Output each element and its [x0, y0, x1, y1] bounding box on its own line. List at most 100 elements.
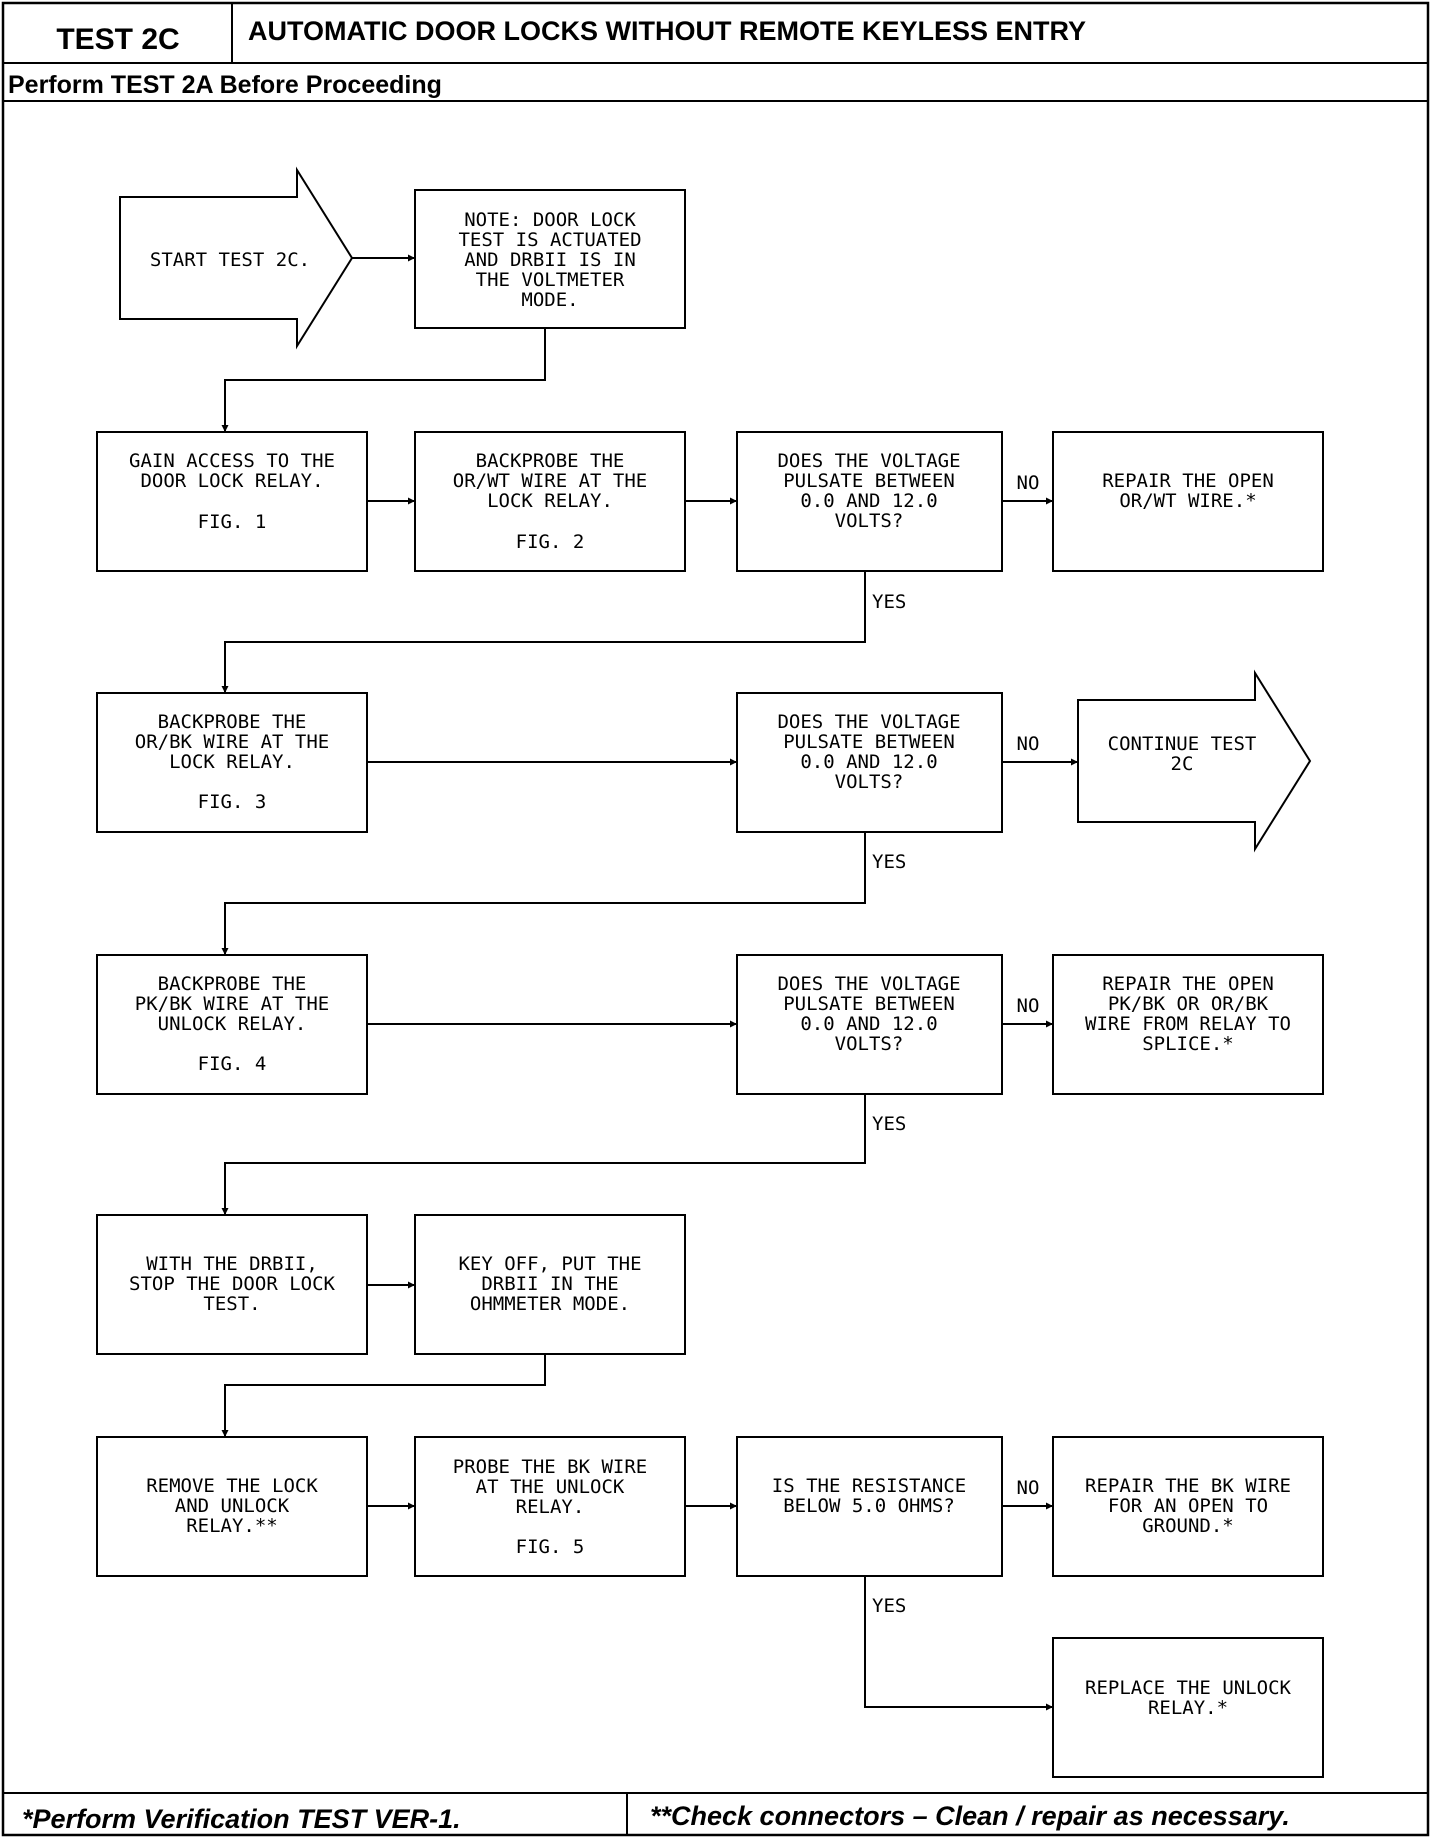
prerequisite-note: Perform TEST 2A Before Proceeding: [8, 71, 442, 99]
text-line: OR/WT WIRE.*: [1119, 490, 1256, 512]
backprobe-pk-bk-box: [96, 954, 368, 1095]
footer-note-connectors: **Check connectors – Clean / repair as n…: [650, 1801, 1290, 1831]
text-line: BACKPROBE THE: [158, 711, 307, 733]
connector-question-3-yes: [221, 1094, 866, 1215]
backprobe-or-bk-fig: FIG. 3: [198, 791, 267, 813]
label-yes-4: YES: [872, 1595, 906, 1617]
text-line: REPAIR THE OPEN: [1102, 973, 1274, 995]
text-line: CONTINUE TEST: [1108, 733, 1257, 755]
text-line: OHMMETER MODE.: [470, 1293, 630, 1315]
gain-access-fig: FIG. 1: [198, 511, 267, 533]
text-line: LOCK RELAY.: [487, 490, 613, 512]
text-line: TEST IS ACTUATED: [458, 229, 641, 251]
text-line: OR/BK WIRE AT THE: [135, 731, 329, 753]
text-line: PULSATE BETWEEN: [783, 993, 955, 1015]
label-yes-1: YES: [872, 591, 906, 613]
text-line: OR/WT WIRE AT THE: [453, 470, 647, 492]
connector-question-1-yes: [221, 571, 866, 693]
text-line: 0.0 AND 12.0: [800, 490, 937, 512]
page-title: AUTOMATIC DOOR LOCKS WITHOUT REMOTE KEYL…: [248, 16, 1086, 46]
backprobe-or-wt-fig: FIG. 2: [516, 531, 585, 553]
text-line: REMOVE THE LOCK: [146, 1475, 318, 1497]
text-line: MODE.: [521, 289, 578, 311]
probe-bk-box: [414, 1436, 686, 1577]
voltage-question-2-box: [736, 692, 1003, 833]
text-line: BACKPROBE THE: [476, 450, 625, 472]
text-line: 0.0 AND 12.0: [800, 751, 937, 773]
text-line: WITH THE DRBII,: [146, 1253, 318, 1275]
text-line: AT THE UNLOCK: [476, 1476, 625, 1498]
gain-access-box: [96, 431, 368, 572]
text-line: BACKPROBE THE: [158, 973, 307, 995]
voltage-question-1-box: [736, 431, 1003, 572]
text-line: VOLTS?: [835, 510, 904, 532]
continue-arrow-shape: [1077, 669, 1312, 853]
text-line: DOES THE VOLTAGE: [777, 973, 960, 995]
label-no-2: NO: [1017, 733, 1040, 755]
text-line: PULSATE BETWEEN: [783, 731, 955, 753]
remove-relay-box: [96, 1436, 368, 1577]
repair-or-wt-box: [1052, 431, 1324, 572]
text-line: REPAIR THE BK WIRE: [1085, 1475, 1291, 1497]
text-line: GROUND.*: [1142, 1515, 1234, 1537]
label-no-1: NO: [1017, 472, 1040, 494]
text-line: WIRE FROM RELAY TO: [1085, 1013, 1291, 1035]
text-line: NOTE: DOOR LOCK: [464, 209, 636, 231]
backprobe-or-bk-box: [96, 692, 368, 833]
label-no-4: NO: [1017, 1477, 1040, 1499]
text-line: TEST.: [203, 1293, 260, 1315]
text-line: RELAY.*: [1148, 1697, 1228, 1719]
text-line: SPLICE.*: [1142, 1033, 1234, 1055]
connector-note-to-gain-access: [221, 328, 546, 432]
replace-relay-box: [1052, 1637, 1324, 1778]
text-line: DOES THE VOLTAGE: [777, 711, 960, 733]
resistance-question-box: [736, 1436, 1003, 1577]
start-arrow-text: START TEST 2C.: [150, 249, 310, 271]
repair-pk-bk-box: [1052, 954, 1324, 1095]
text-line: VOLTS?: [835, 1033, 904, 1055]
text-line: BELOW 5.0 OHMS?: [783, 1495, 955, 1517]
text-line: AND DRBII IS IN: [464, 249, 636, 271]
connector-key-off-to-remove: [221, 1354, 546, 1437]
text-line: STOP THE DOOR LOCK: [129, 1273, 335, 1295]
footer-note-verification: *Perform Verification TEST VER-1.: [22, 1804, 461, 1834]
stop-test-box: [96, 1214, 368, 1355]
text-line: THE VOLTMETER: [476, 269, 625, 291]
label-yes-2: YES: [872, 851, 906, 873]
start-arrow-shape: [119, 166, 354, 350]
text-line: KEY OFF, PUT THE: [458, 1253, 641, 1275]
text-line: DRBII IN THE: [481, 1273, 618, 1295]
probe-bk-fig: FIG. 5: [516, 1536, 585, 1558]
connector-resistance-yes: [864, 1576, 1053, 1711]
text-line: REPAIR THE OPEN: [1102, 470, 1274, 492]
text-line: 2C: [1171, 753, 1194, 775]
text-line: PROBE THE BK WIRE: [453, 1456, 647, 1478]
backprobe-pk-bk-fig: FIG. 4: [198, 1053, 267, 1075]
label-yes-3: YES: [872, 1113, 906, 1135]
text-line: GAIN ACCESS TO THE: [129, 450, 335, 472]
text-line: PK/BK OR OR/BK: [1108, 993, 1269, 1015]
text-line: UNLOCK RELAY.: [158, 1013, 307, 1035]
text-line: IS THE RESISTANCE: [772, 1475, 966, 1497]
repair-bk-box: [1052, 1436, 1324, 1577]
test-id: TEST 2C: [56, 23, 179, 56]
connector-question-2-yes: [221, 832, 866, 955]
label-no-3: NO: [1017, 995, 1040, 1017]
text-line: START TEST 2C.: [150, 249, 310, 271]
